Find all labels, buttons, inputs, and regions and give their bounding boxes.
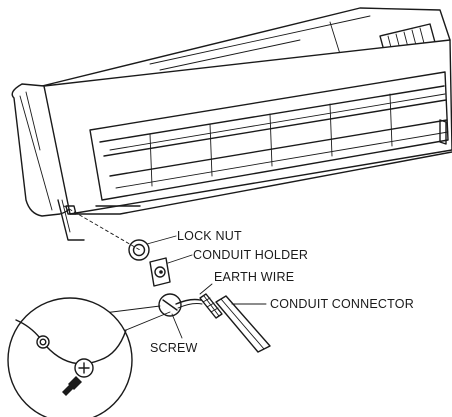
lock-nut-leader — [146, 235, 177, 245]
lock-nut-label: LOCK NUT — [177, 229, 242, 243]
screw-leader — [171, 313, 183, 339]
earth-wire-icon — [175, 298, 211, 309]
conduit-holder-label: CONDUIT HOLDER — [193, 248, 308, 262]
detail-circle — [7, 297, 171, 417]
indoor-unit-illustration — [11, 7, 452, 241]
screw-label: SCREW — [150, 341, 198, 355]
earth-wire-leader — [199, 283, 213, 295]
lock-nut-icon — [128, 239, 150, 261]
assembly-axis — [63, 205, 141, 251]
screw-detail-icon — [62, 358, 94, 396]
conduit-connector-icon — [199, 293, 271, 353]
earth-wire-label: EARTH WIRE — [214, 270, 294, 284]
conduit-holder-leader — [167, 254, 193, 264]
conduit-connector-label: CONDUIT CONNECTOR — [270, 297, 414, 311]
screw-icon-small — [158, 293, 182, 317]
conduit-holder-icon — [149, 257, 171, 287]
